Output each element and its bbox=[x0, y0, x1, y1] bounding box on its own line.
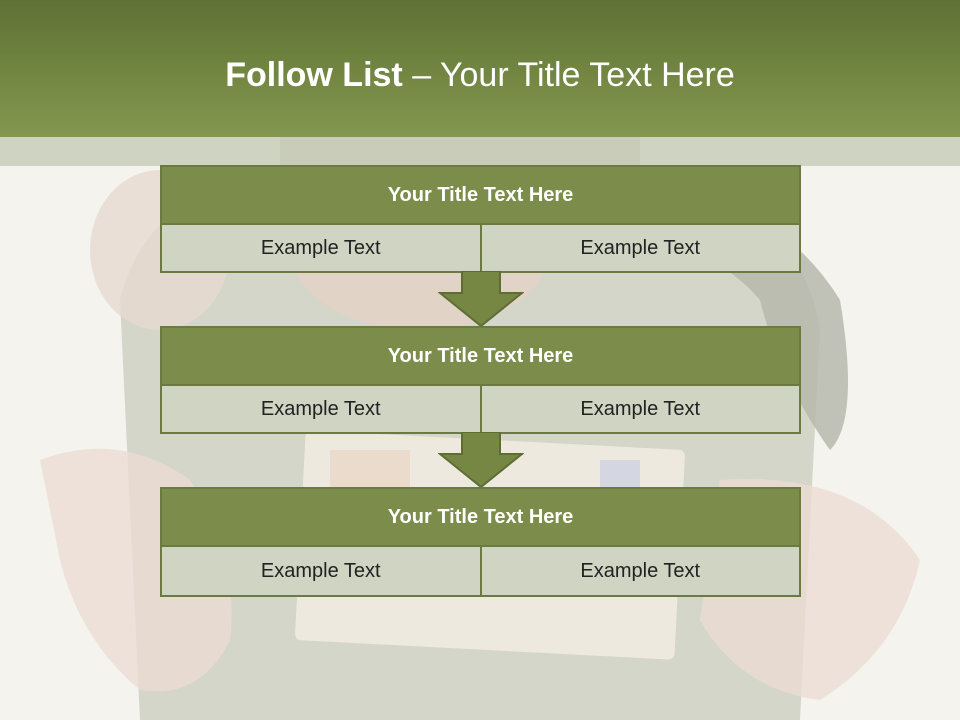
step-1-right-text: Example Text bbox=[479, 225, 799, 271]
step-box-1: Your Title Text Here Example Text Exampl… bbox=[160, 165, 801, 273]
step-row-1: Example Text Example Text bbox=[162, 225, 799, 271]
step-2-left-text: Example Text bbox=[162, 386, 480, 432]
step-1-left-text: Example Text bbox=[162, 225, 480, 271]
down-arrow-icon bbox=[438, 432, 524, 488]
title-rest: – Your Title Text Here bbox=[402, 56, 735, 94]
step-box-2: Your Title Text Here Example Text Exampl… bbox=[160, 326, 801, 434]
header-bar bbox=[0, 0, 960, 137]
step-2-right-text: Example Text bbox=[479, 386, 799, 432]
step-title-1: Your Title Text Here bbox=[162, 167, 799, 225]
step-box-3: Your Title Text Here Example Text Exampl… bbox=[160, 487, 801, 597]
step-title-2: Your Title Text Here bbox=[162, 328, 799, 386]
step-row-3: Example Text Example Text bbox=[162, 547, 799, 595]
step-3-left-text: Example Text bbox=[162, 547, 480, 595]
header-band bbox=[0, 137, 960, 166]
step-title-3: Your Title Text Here bbox=[162, 489, 799, 547]
slide-title: Follow List – Your Title Text Here bbox=[0, 52, 960, 98]
step-row-2: Example Text Example Text bbox=[162, 386, 799, 432]
title-bold: Follow List bbox=[225, 56, 403, 94]
step-3-right-text: Example Text bbox=[479, 547, 799, 595]
down-arrow-icon bbox=[438, 271, 524, 327]
